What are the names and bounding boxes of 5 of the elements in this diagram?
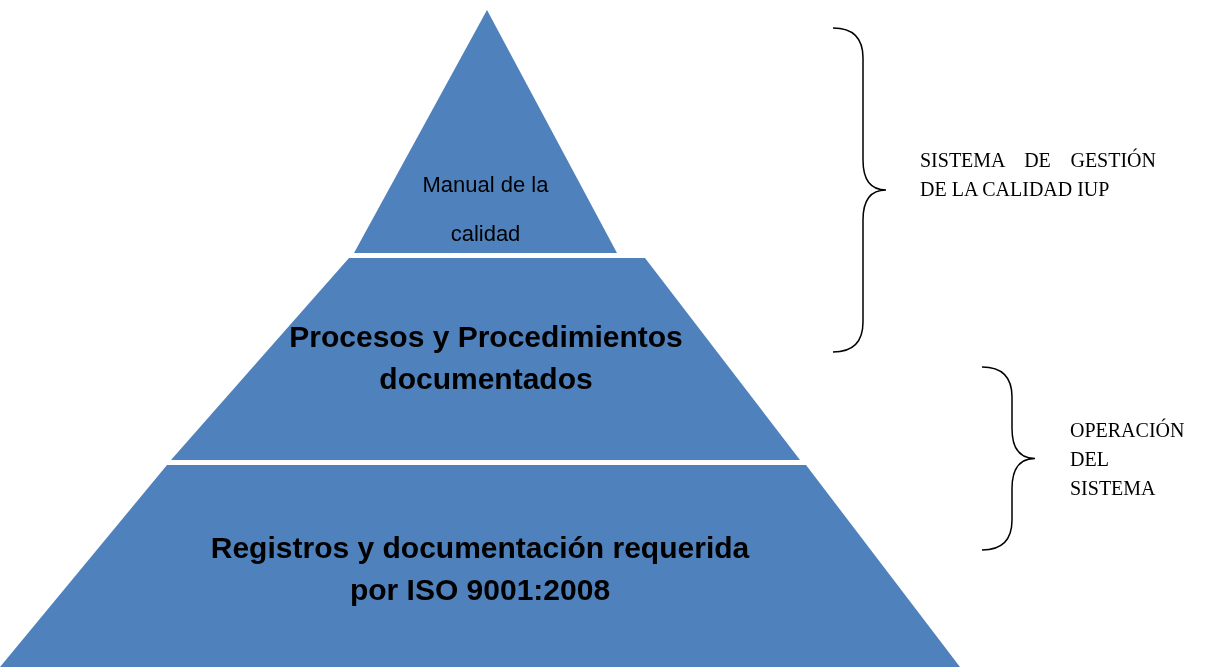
tier-label: Manual de la calidad bbox=[421, 171, 550, 248]
bracket-label: OPERACIÓN DEL SISTEMA bbox=[1070, 417, 1186, 501]
tier-label: Procesos y Procedimientos documentados bbox=[288, 319, 684, 397]
bracket-label: SISTEMA DE GESTIÓN DE LA CALIDAD IUP bbox=[920, 147, 1156, 202]
tier-label: Registros y documentación requerida por ISO 9001:2008 bbox=[209, 530, 751, 608]
